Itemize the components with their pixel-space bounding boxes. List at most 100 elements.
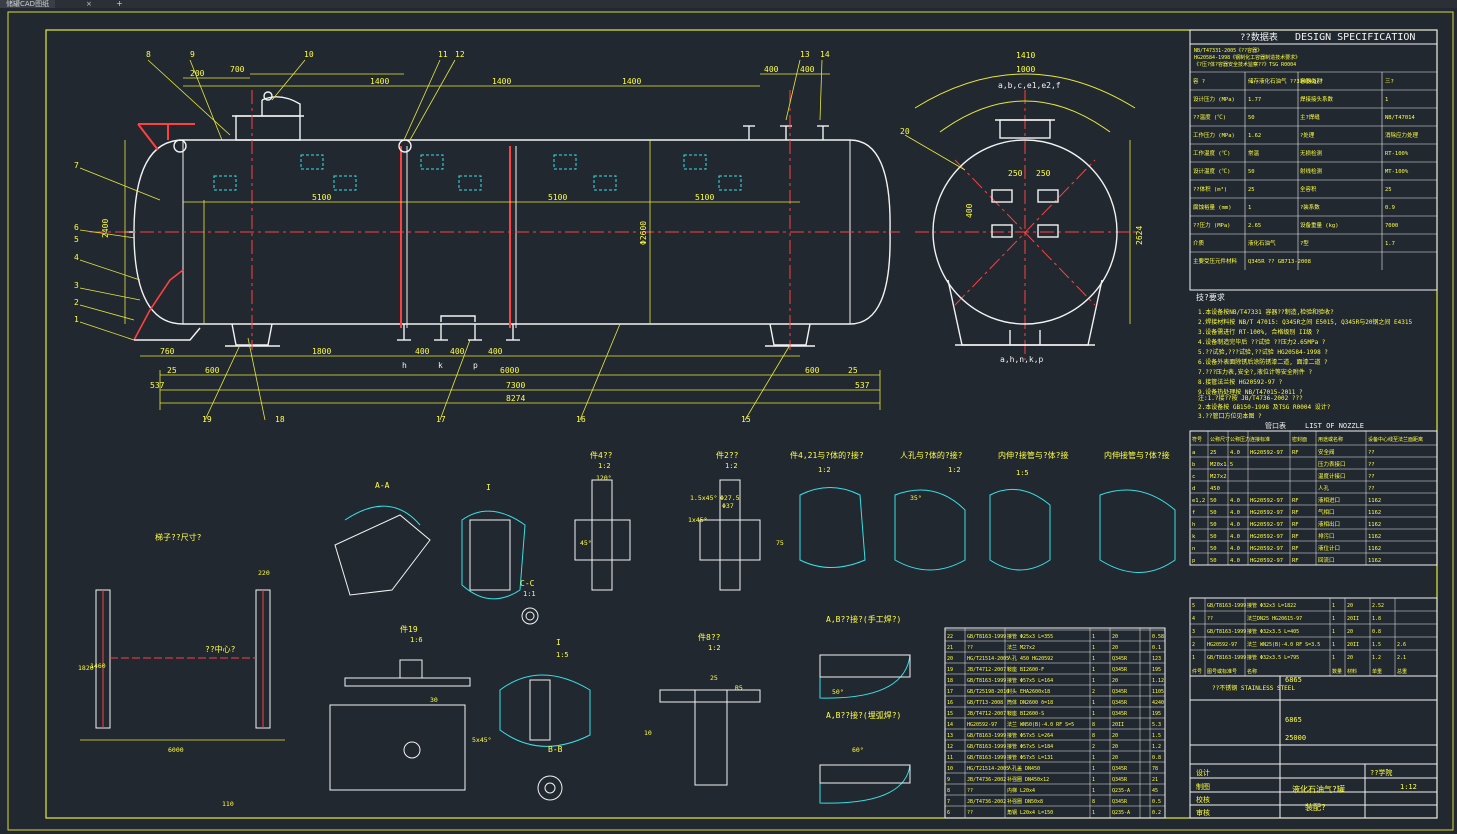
bom-upper-cell-3-4: 20II (1347, 642, 1359, 648)
bom-lower-cell-11-2: 接管 Φ57x5 L=131 (1007, 754, 1053, 761)
bom-lower-cell-14-3: 1 (1092, 788, 1095, 794)
bom-lower-cell-16-2: 角钢 L20x4 L=150 (1007, 809, 1053, 816)
nozzle-cell-0-4: RF (1292, 450, 1299, 456)
nozzle-cell-2-0: c (1192, 474, 1195, 480)
main-vessel-view (126, 91, 891, 347)
bom-lower-cell-15-6: 0.5 (1152, 799, 1161, 805)
spec-cell-10-0: 主要受压元件材料 (1193, 257, 1238, 265)
dim-700: 700 (230, 65, 245, 74)
bom-lower-cell-11-3: 1 (1092, 755, 1095, 761)
spec-standard-3: 《?压?体?容器安全技术监察??》TSG R0004 (1194, 61, 1296, 68)
detail-dim-4: 1x45° (688, 516, 708, 524)
bom-lower-cell-8-3: 8 (1092, 722, 1095, 728)
callout-3: 3 (74, 281, 79, 290)
spec-cell-1-1: 1.77 (1248, 97, 1261, 103)
bom-lower-cell-0-4: 20 (1112, 634, 1118, 640)
nozzle-header-4: 密封面 (1292, 436, 1307, 443)
bom-lower-cell-6-0: 16 (947, 700, 953, 706)
dim-25-b: 25 (848, 366, 858, 375)
tech-item-4: 5.??试验,???试验,??试验 HG20584-1998 ? (1198, 348, 1328, 356)
detail-dim-3: 1.5x45° (690, 494, 717, 502)
nozzle-cell-5-2: 4.0 (1230, 510, 1240, 516)
nozzle-cell-9-2: 4.0 (1230, 558, 1240, 564)
spec-cell-8-1: 2.65 (1248, 223, 1261, 229)
spec-cell-4-1: 常温 (1248, 149, 1260, 157)
bom-upper-cell-4-6: 2.1 (1397, 655, 1406, 661)
nozzle-header-3: 连接标准 (1250, 436, 1270, 443)
dim-1400-a: 1400 (370, 77, 389, 86)
bom-lower-cell-4-1: GB/T8163-1999 (967, 678, 1006, 684)
spec-cell-6-3: 25 (1385, 187, 1392, 193)
letter-p: p (473, 361, 478, 370)
nozzle-header-5: 用途或名称 (1318, 436, 1343, 443)
bom-lower-cell-9-0: 13 (947, 733, 953, 739)
nozzle-cell-6-0: h (1192, 522, 1195, 528)
bom-lower-cell-12-4: Q345R (1112, 766, 1128, 772)
dimension-lines (79, 59, 1131, 421)
bom-lower-cell-8-4: 20II (1112, 722, 1124, 728)
bom-lower-cell-3-2: 鞍座 BI2600-F (1007, 666, 1044, 673)
dim-6000: 6000 (500, 366, 519, 375)
bom-lower-cell-3-0: 19 (947, 667, 953, 673)
nozzle-cell-7-1: 50 (1210, 534, 1217, 540)
bom-lower-cell-6-1: GB/T713-2008 (967, 700, 1003, 706)
tb-review: 审核 (1196, 808, 1210, 817)
detail-label-2: 件4,21与?体的?接? (790, 450, 864, 460)
spec-cell-4-0: 工作温度 (℃) (1193, 149, 1230, 157)
bom-lower-cell-9-6: 1.5 (1152, 733, 1161, 739)
letter-k: k (438, 361, 443, 370)
bom-lower-cell-10-2: 接管 Φ57x5 L=184 (1007, 743, 1053, 750)
bom-upper-cell-3-0: 2 (1192, 642, 1195, 648)
nozzle-cell-1-0: b (1192, 462, 1195, 468)
tab-drawing[interactable]: 储罐CAD图纸 (0, 0, 56, 8)
tb-design: 设计 (1196, 768, 1210, 777)
spec-cell-1-0: 设计压力 (MPa) (1193, 95, 1235, 103)
bom-lower-cell-0-1: GB/T8163-1999 (967, 634, 1006, 640)
bom-upper-cell-3-5: 1.5 (1372, 642, 1381, 648)
bom-upper-header-4: 材料 (1347, 668, 1357, 675)
detail-scale-7: 1:2 (708, 644, 721, 652)
bom-upper-cell-1-3: 1 (1332, 616, 1335, 622)
bom-lower-cell-7-1: JB/T4712-2007 (967, 711, 1006, 717)
plus-icon[interactable]: + (116, 0, 123, 8)
shell-nozzle-markers (213, 154, 742, 191)
tech-title: 技?要求 (1196, 292, 1225, 302)
spec-cell-3-3: 消除应力处理 (1385, 131, 1419, 139)
bom-lower-cell-8-0: 14 (947, 722, 953, 728)
bom-upper-cell-4-5: 1.2 (1372, 655, 1381, 661)
bom-lower-cell-0-0: 22 (947, 634, 953, 640)
bom-upper-header-1: 图号或标准号 (1207, 668, 1237, 675)
dim-600-b: 600 (805, 366, 820, 375)
tech-item-2: 3.设备需进行 RT-100%, 合格级别 II级 ? (1198, 328, 1320, 336)
callout-5: 5 (74, 235, 79, 244)
nozzle-title-en: LIST OF NOZZLE (1305, 422, 1364, 430)
detail-scale-2: 1:2 (818, 466, 831, 474)
bom-upper-cell-3-6: 2.6 (1397, 642, 1406, 648)
spec-cell-1-3: 1 (1385, 97, 1388, 103)
nozzle-title-cn: 管口表 (1265, 421, 1286, 430)
dim-1800: 1800 (312, 347, 331, 356)
nozzle-cell-8-0: n (1192, 546, 1195, 552)
nozzle-cell-7-4: RF (1292, 534, 1299, 540)
dim-250-b: 250 (1036, 169, 1051, 178)
bom-lower-cell-4-3: 1 (1092, 678, 1095, 684)
spec-cell-8-3: 7000 (1385, 223, 1398, 229)
detail-scale-4: 1:5 (1016, 469, 1029, 477)
bom-upper-header-3: 数量 (1332, 668, 1342, 675)
nozzle-marker-0 (300, 154, 324, 170)
detail-dim-9: 60° (852, 746, 864, 754)
close-icon[interactable]: × (86, 0, 92, 8)
bom-upper-cell-4-1: GB/T8163-1999 (1207, 655, 1246, 661)
bom-upper-cell-3-1: HG20592-97 (1207, 642, 1237, 648)
design-unit: ??学院 (1370, 768, 1392, 777)
callout-20: 20 (900, 127, 910, 136)
nozzle-cell-3-5: 人孔 (1318, 484, 1330, 492)
dim-5100-a: 5100 (312, 193, 331, 202)
nozzle-cell-6-4: RF (1292, 522, 1299, 528)
detail-label-9: 件19 (400, 624, 418, 634)
nozzle-cell-4-4: RF (1292, 498, 1299, 504)
spec-cell-3-0: 工作压力 (MPa) (1193, 131, 1235, 139)
bom-lower-cell-1-6: 0.1 (1152, 645, 1161, 651)
bom-upper-cell-3-3: 1 (1332, 642, 1335, 648)
